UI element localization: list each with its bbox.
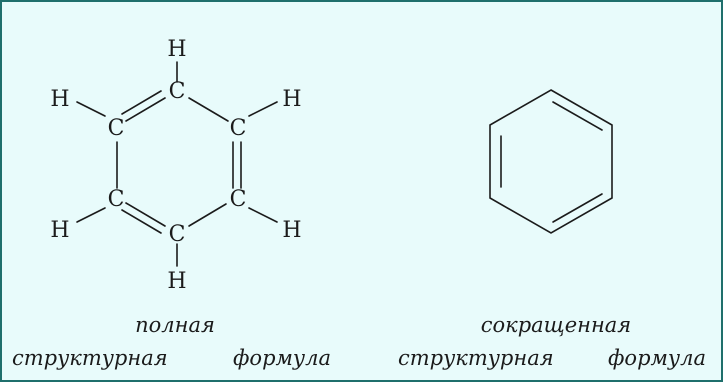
bond-c6-c1-b — [121, 90, 162, 115]
caption-full-line1: полная — [135, 313, 215, 337]
caption-short: сокращенная структурная формула — [398, 313, 706, 370]
bond-c3-h3 — [248, 207, 278, 223]
inner-double-bond — [552, 193, 603, 223]
skeletal-benzene — [489, 89, 613, 234]
bond-c6-c1-a — [125, 97, 166, 122]
bond-c4-c5-a — [125, 202, 166, 227]
bond-c4-c5-b — [121, 209, 162, 234]
hydrogen-atom: H — [282, 87, 301, 112]
full-formula-atoms: C C C C C C H H H H H H — [50, 37, 301, 294]
caption-short-line2a: структурная — [398, 346, 554, 370]
bond-c3-c4 — [188, 203, 227, 227]
carbon-atom: C — [230, 187, 247, 212]
inner-double-bond — [552, 101, 603, 131]
hydrogen-atom: H — [282, 218, 301, 243]
bond-c1-c2 — [188, 97, 229, 122]
caption-full-line2b: формула — [233, 346, 331, 370]
carbon-atom: C — [108, 116, 125, 141]
full-formula-bonds — [76, 61, 278, 267]
carbon-atom: C — [169, 79, 186, 104]
carbon-atom: C — [169, 222, 186, 247]
bond-c2-h2 — [248, 101, 278, 117]
bond-c5-h5 — [76, 207, 106, 223]
benzene-ring-outer — [489, 89, 613, 234]
caption-short-line2b: формула — [608, 346, 706, 370]
hydrogen-atom: H — [50, 87, 69, 112]
caption-full-line2a: структурная — [12, 346, 168, 370]
hydrogen-atom: H — [167, 269, 186, 294]
hydrogen-atom: H — [50, 218, 69, 243]
carbon-atom: C — [230, 116, 247, 141]
caption-full: полная структурная формула — [12, 313, 331, 370]
bond-c6-h6 — [76, 101, 106, 117]
hydrogen-atom: H — [167, 37, 186, 62]
carbon-atom: C — [108, 187, 125, 212]
caption-short-line1: сокращенная — [481, 313, 631, 337]
